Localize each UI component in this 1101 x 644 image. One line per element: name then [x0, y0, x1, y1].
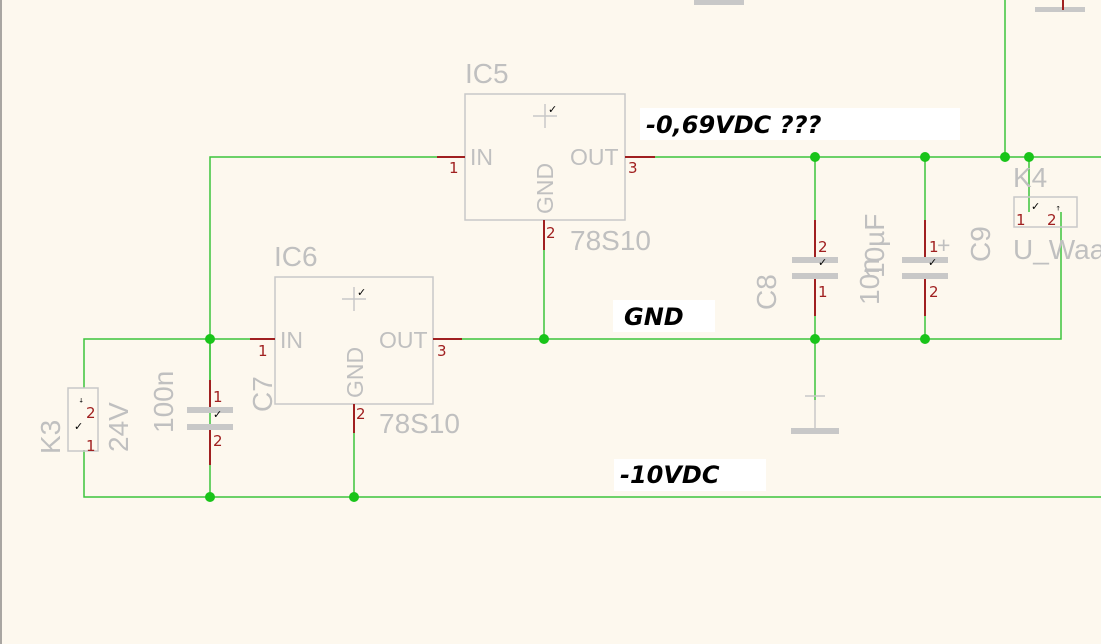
c7-plate-top: [187, 407, 233, 413]
check-mark-icon: ✓: [818, 256, 827, 269]
capacitor-c7[interactable]: 1 2 ✓ C7 100n: [148, 371, 278, 465]
junction-dot: [539, 334, 549, 344]
ic5-name: IC5: [465, 58, 509, 89]
net-label-neg-voltage[interactable]: -10VDC: [614, 459, 766, 491]
c9-value: 10µF: [859, 214, 890, 278]
capacitor-c9[interactable]: 1 2 + ✓ C9 10µF: [859, 214, 996, 316]
c8-plate-top: [792, 257, 838, 263]
junction-dot: [810, 152, 820, 162]
k4-pin1-number: 1: [1016, 211, 1026, 229]
ic6-value: 78S10: [379, 408, 460, 439]
connector-k4[interactable]: 1 2 ✓ ꜛ K4 U_Waa: [1013, 162, 1101, 265]
check-mark-icon: ✓: [928, 256, 937, 269]
ic5-gnd-label: GND: [532, 163, 558, 214]
net-label-gnd[interactable]: GND: [613, 300, 715, 332]
ic5-pin3-number: 3: [628, 159, 638, 177]
ic6-pin1-number: 1: [258, 342, 268, 360]
junction-dot: [349, 492, 359, 502]
origin-cross-icon: [342, 287, 366, 311]
ic6-name: IC6: [274, 241, 318, 272]
k3-pin1-number: 1: [86, 437, 96, 455]
junction-dot: [920, 152, 930, 162]
ic6-in-label: IN: [280, 327, 303, 353]
c9-pin2-number: 2: [929, 283, 939, 301]
c8-name: C8: [751, 274, 782, 310]
partial-component-top: [694, 0, 744, 5]
svg-text:-10VDC: -10VDC: [620, 461, 720, 489]
ic5-out-label: OUT: [570, 144, 619, 170]
svg-text:-0,69VDC ???: -0,69VDC ???: [646, 111, 821, 139]
k4-body: [1013, 196, 1078, 228]
check-mark-icon: ✓: [74, 420, 83, 433]
check-mark-icon: ✓: [357, 286, 366, 299]
pin-marker-icon: ꜜ: [79, 396, 83, 409]
k3-name: K3: [35, 420, 66, 454]
c9-plate-top: [902, 257, 948, 263]
k3-pin2-number: 2: [86, 404, 96, 422]
c8-pin1-number: 1: [818, 283, 828, 301]
junctions: [205, 152, 1034, 502]
junction-dot: [205, 334, 215, 344]
c9-name: C9: [965, 226, 996, 262]
connector-k3[interactable]: 2 1 ꜜ ✓ K3 24V: [35, 387, 134, 455]
capacitor-c8[interactable]: 2 1 ✓ C8 10n: [751, 220, 885, 316]
junction-dot: [1000, 152, 1010, 162]
k3-body: [67, 387, 99, 452]
partial-component-top-right: [1035, 7, 1085, 12]
check-mark-icon: ✓: [548, 103, 557, 116]
ic5-pin2-number: 2: [546, 224, 556, 242]
ic6-pin3-number: 3: [437, 342, 447, 360]
c7-plate-bottom: [187, 424, 233, 430]
net-label-out-voltage[interactable]: -0,69VDC ???: [640, 108, 960, 140]
pin-marker-icon: ꜛ: [1056, 204, 1060, 217]
svg-text:GND: GND: [624, 303, 684, 331]
ground-symbol[interactable]: [791, 395, 839, 434]
c8-plate-bottom: [792, 273, 838, 279]
c8-pin2-number: 2: [818, 238, 828, 256]
ic6-out-label: OUT: [379, 327, 428, 353]
junction-dot: [205, 492, 215, 502]
k3-value: 24V: [103, 402, 134, 452]
ic5-regulator[interactable]: IC5 78S10 IN OUT GND 1 3 2 ✓: [437, 58, 655, 256]
k4-value: U_Waa: [1013, 234, 1101, 265]
ic6-pin2-number: 2: [356, 405, 366, 423]
ic5-value: 78S10: [570, 225, 651, 256]
c9-plate-bottom: [902, 273, 948, 279]
ic6-regulator[interactable]: IC6 78S10 IN OUT GND 1 3 2 ✓: [250, 241, 462, 439]
junction-dot: [920, 334, 930, 344]
junction-dot: [1024, 152, 1034, 162]
check-mark-icon: ✓: [213, 408, 222, 421]
k4-name: K4: [1013, 162, 1047, 193]
c7-name: C7: [247, 376, 278, 412]
k4-pin2-number: 2: [1047, 211, 1057, 229]
c9-polarity-mark: +: [937, 232, 950, 258]
wire-gnd-net: [433, 212, 1062, 340]
c8-value: 10n: [854, 258, 885, 305]
check-mark-icon: ✓: [1031, 200, 1040, 213]
origin-cross-icon: [533, 104, 557, 128]
c9-pin1-number: 1: [929, 238, 939, 256]
c7-pin1-number: 1: [213, 388, 223, 406]
ic5-in-label: IN: [470, 144, 493, 170]
junction-dot: [810, 334, 820, 344]
ground-bar: [791, 428, 839, 434]
ic6-gnd-label: GND: [342, 347, 368, 398]
c7-value: 100n: [148, 371, 179, 433]
c7-pin2-number: 2: [213, 432, 223, 450]
ic5-pin1-number: 1: [449, 159, 459, 177]
wire-neg-net: [83, 450, 1101, 498]
